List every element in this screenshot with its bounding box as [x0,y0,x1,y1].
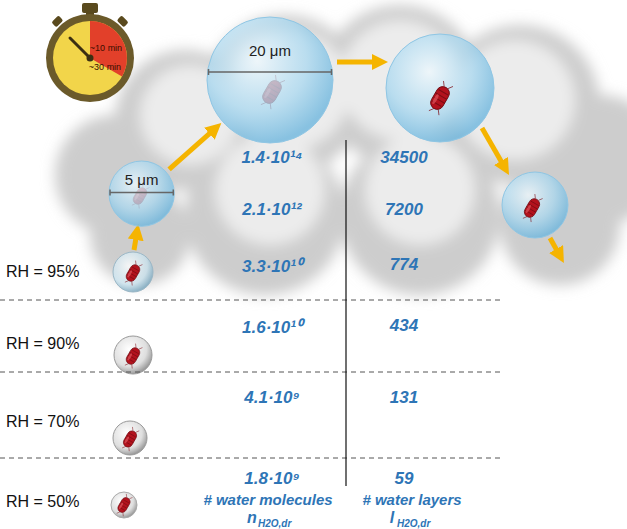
column-heading: # water layers [362,491,461,508]
symbol: n [247,509,257,527]
molecule-count: 4.1·10⁹ [244,388,299,408]
dimension-line [209,69,332,75]
column-heading: # water molecules [203,491,332,508]
molecule-count: 1.6·10¹⁰ [242,315,302,338]
time-label: ~30 min [89,62,121,72]
cloud [55,5,627,295]
droplets [111,34,568,518]
droplet-shape [108,160,175,227]
droplet-bubble: 20 μm [206,16,334,144]
molecule-count: 2.1·10¹² [242,200,302,220]
layer-count: 7200 [385,200,423,220]
droplet-circle [109,161,174,226]
droplet-circle [207,17,333,143]
molecule-count: 3.3·10¹⁰ [242,254,302,277]
layer-count: 131 [390,388,418,408]
droplet-shape [206,16,334,144]
humidity-label: RH = 50% [6,493,79,511]
layer-count: 59 [395,469,414,489]
column-divider [345,140,346,486]
flow-arrow [169,128,215,169]
humidity-label: RH = 95% [6,263,79,281]
layer-count: 434 [390,316,418,336]
flow-arrows [134,62,560,256]
symbol: l [390,509,394,527]
droplet-bubble: 5 μm [108,160,175,227]
dimension-line [110,190,173,196]
layer-count: 774 [390,255,418,275]
dimension-label: 20 μm [249,42,291,59]
layer-count: 34500 [380,148,427,168]
time-label: ~10 min [90,43,122,53]
humidity-label: RH = 90% [6,335,79,353]
humidity-label: RH = 70% [6,413,79,431]
molecule-count: 1.4·10¹⁴ [241,148,302,168]
molecule-count: 1.8·10⁹ [244,469,299,489]
dimension-label: 5 μm [125,171,159,188]
symbol-subscript: H2O,dr [397,518,430,529]
rh-dividers [0,300,500,458]
symbol-subscript: H2O,dr [258,518,291,529]
stopwatch [46,3,134,102]
